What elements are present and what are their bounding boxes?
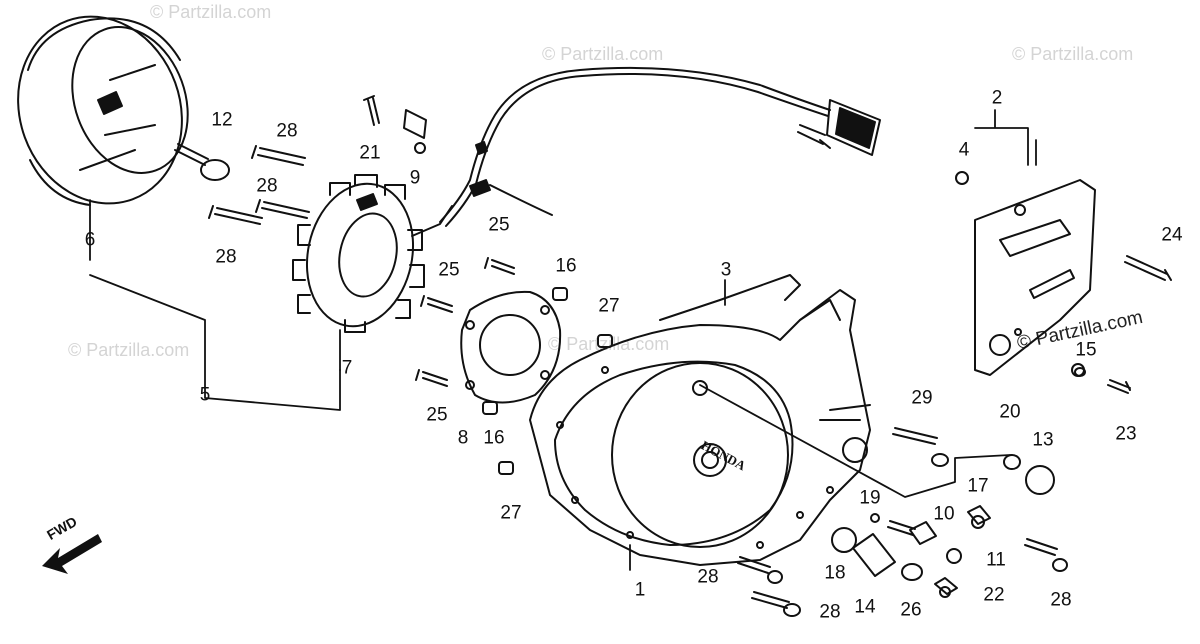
- callout-18: 18: [824, 562, 846, 584]
- callout-29: 29: [911, 387, 933, 409]
- callout-28-e: 28: [819, 601, 841, 623]
- callout-4: 4: [958, 139, 970, 161]
- callout-25-bottom: 25: [426, 404, 448, 426]
- wire-harness: [439, 66, 881, 227]
- small-parts-right: [737, 255, 1172, 617]
- callout-19: 19: [859, 487, 881, 509]
- callout-27-lower: 27: [500, 502, 522, 524]
- callout-25-middle: 25: [438, 259, 460, 281]
- crankcase-cover-part: [529, 274, 871, 566]
- callout-11: 11: [986, 549, 1006, 571]
- callout-27-upper: 27: [598, 295, 620, 317]
- callout-13: 13: [1032, 429, 1054, 451]
- callout-26: 26: [900, 599, 922, 621]
- callout-22: 22: [983, 584, 1005, 606]
- callout-20: 20: [999, 401, 1021, 423]
- callout-25-top: 25: [488, 214, 510, 236]
- callout-23: 23: [1115, 423, 1137, 445]
- watermark: © Partzilla.com: [150, 2, 272, 22]
- watermark: © Partzilla.com: [542, 44, 664, 64]
- callout-10: 10: [933, 503, 955, 525]
- stator-plate-part: [460, 290, 562, 404]
- callout-28-f: 28: [1050, 589, 1072, 611]
- stator-part: [292, 174, 453, 333]
- callout-17: 17: [967, 475, 989, 497]
- callout-24: 24: [1161, 224, 1183, 246]
- watermark: © Partzilla.com: [1012, 44, 1134, 64]
- callout-9: 9: [409, 167, 421, 189]
- bolts-group: [174, 95, 613, 475]
- leader-lines: [89, 109, 1037, 571]
- callout-2: 2: [991, 87, 1003, 109]
- sprocket-cover-part: [955, 171, 1096, 377]
- callout-6: 6: [84, 229, 96, 251]
- callout-3: 3: [720, 259, 732, 281]
- callout-1: 1: [634, 579, 646, 601]
- watermark: © Partzilla.com: [68, 340, 190, 360]
- callout-28-a: 28: [276, 120, 298, 142]
- watermark: © Partzilla.com: [548, 334, 670, 354]
- callout-7: 7: [341, 357, 353, 379]
- callout-16-upper: 16: [555, 255, 577, 277]
- callout-8: 8: [457, 427, 469, 449]
- callout-12: 12: [211, 109, 233, 131]
- callout-28-c: 28: [215, 246, 237, 268]
- callout-15: 15: [1075, 339, 1097, 361]
- flywheel-part: [17, 15, 189, 206]
- callout-5: 5: [199, 384, 211, 406]
- callout-21: 21: [359, 142, 381, 164]
- callout-16-lower: 16: [483, 427, 505, 449]
- callout-28-d: 28: [697, 566, 719, 588]
- callout-28-b: 28: [256, 175, 278, 197]
- callout-14: 14: [854, 596, 876, 618]
